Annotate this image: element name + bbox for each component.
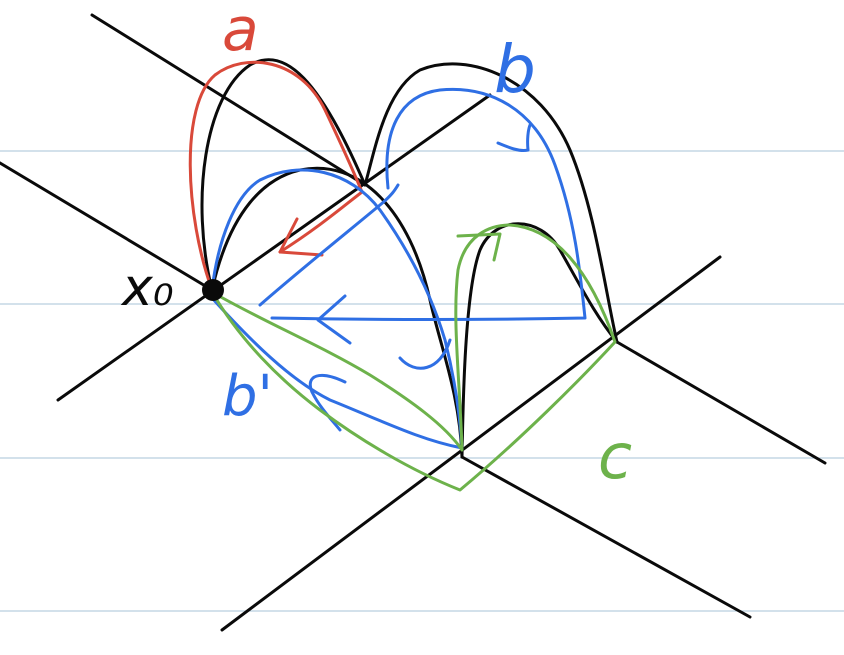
graph-line: [615, 340, 827, 465]
arrow-icon: [316, 294, 352, 345]
label-c: c: [598, 420, 632, 493]
arrow-icon: [398, 338, 452, 370]
graph-line: [460, 455, 752, 619]
label-a: a: [222, 0, 259, 65]
loop: [210, 223, 617, 492]
graph-line: [220, 255, 722, 632]
loop: [363, 62, 619, 344]
loop: [210, 166, 464, 459]
graph-lines: [0, 13, 827, 632]
arrow-icon: [278, 217, 324, 257]
arrow-icon: [496, 123, 532, 152]
loop: [460, 222, 619, 459]
loop: [270, 87, 587, 321]
graph-line: [56, 93, 492, 402]
label-b: b: [494, 31, 536, 108]
loop-c: [210, 223, 617, 492]
loop-a: [188, 60, 364, 292]
loop: [188, 60, 364, 292]
loop-b: [210, 87, 587, 450]
label-b-prime: b': [222, 364, 273, 429]
loop: [200, 58, 367, 292]
arrow-icon: [456, 232, 502, 262]
label-x0: x₀: [120, 258, 174, 318]
base-point-dot: [202, 279, 224, 301]
graph-line: [90, 13, 367, 187]
ruled-lines: [0, 150, 844, 612]
graph-line: [0, 161, 214, 292]
loop: [210, 168, 464, 450]
loop: [258, 183, 400, 307]
